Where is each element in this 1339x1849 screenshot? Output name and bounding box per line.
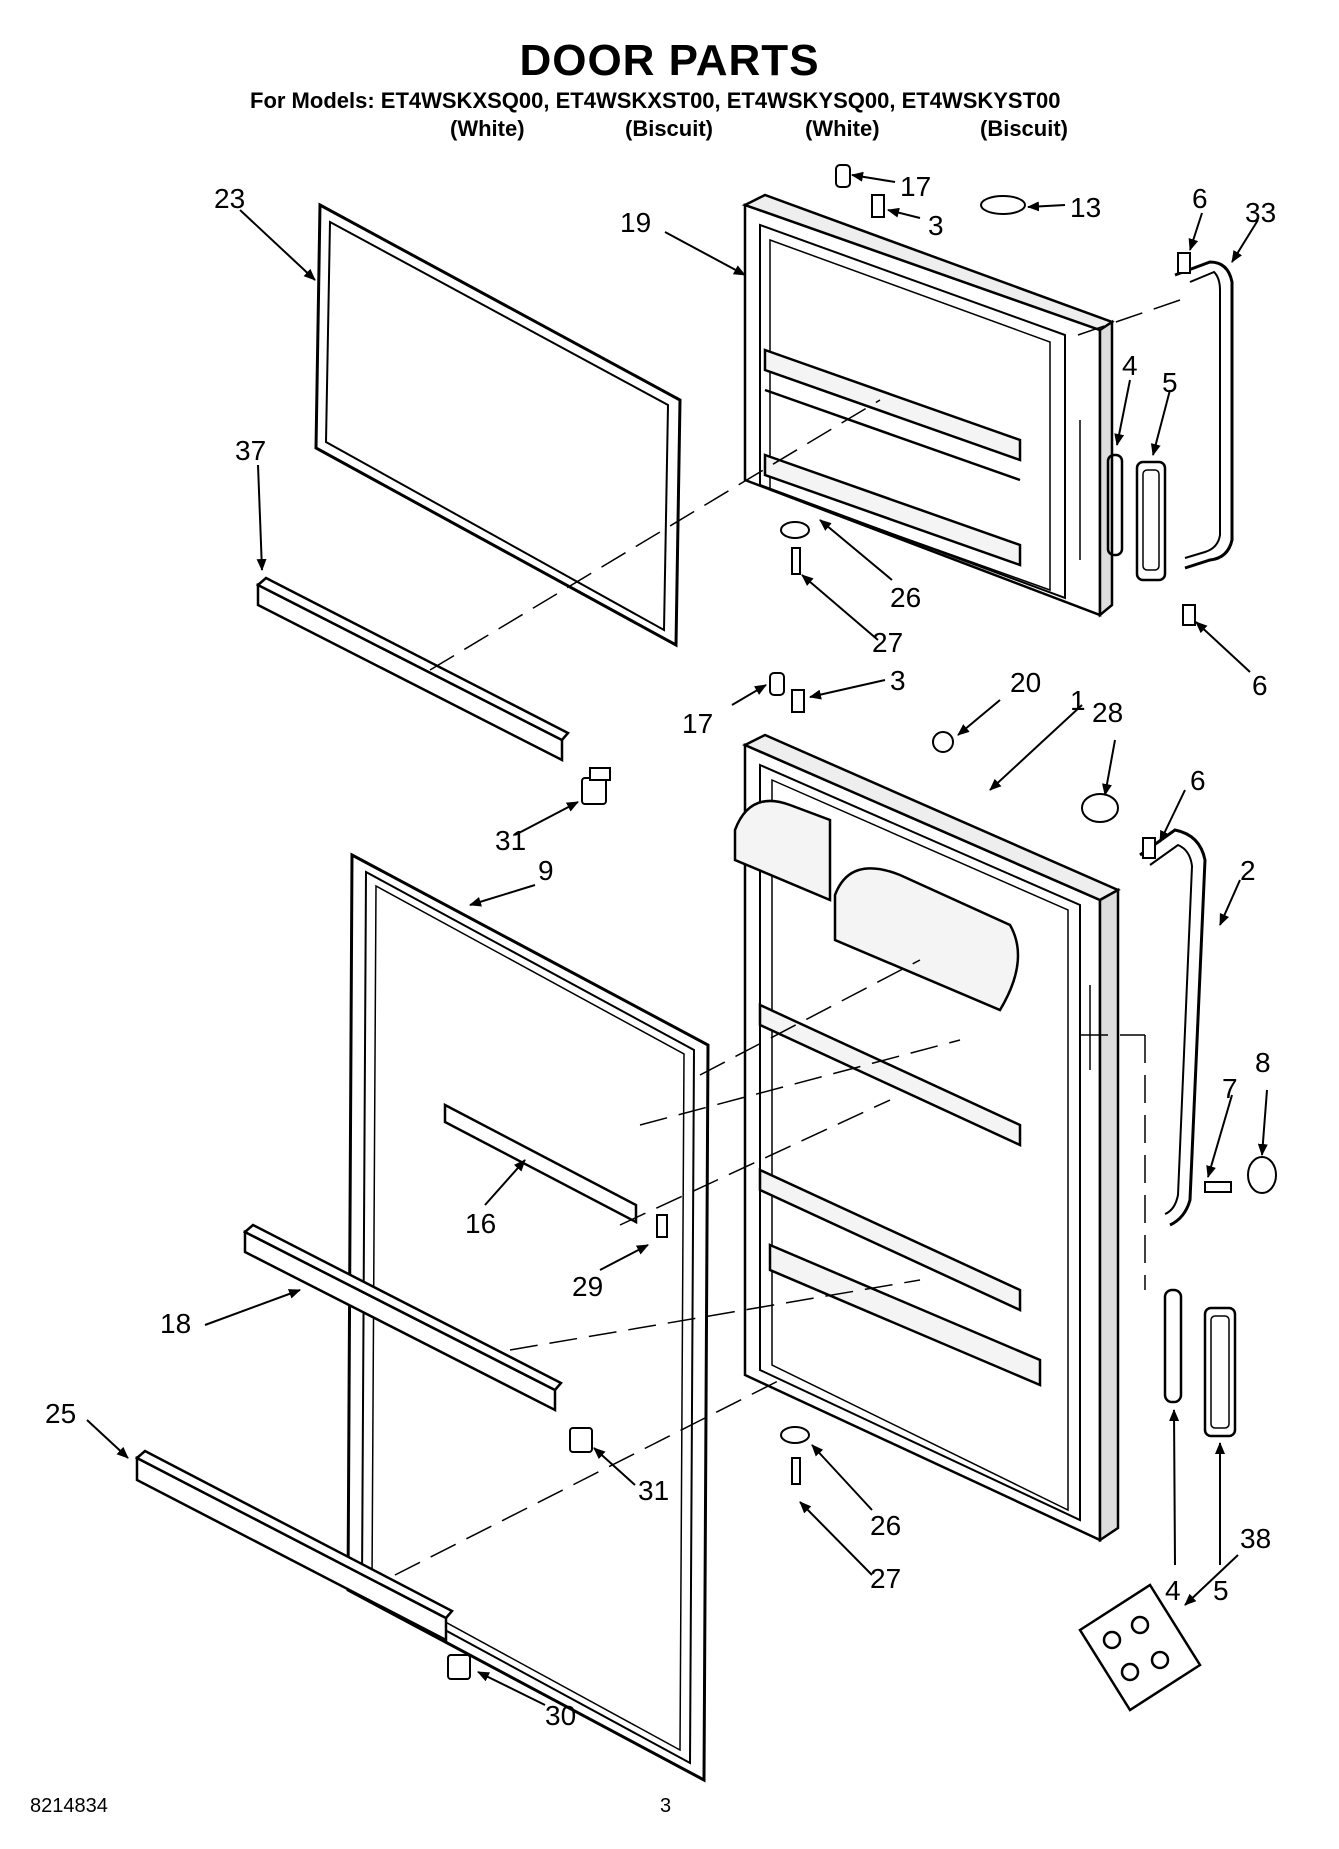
callout-9: 9 (538, 855, 554, 886)
freezer-handle (1174, 260, 1234, 570)
callout-33: 33 (1245, 197, 1276, 228)
callout-26-bottom: 26 (870, 1510, 901, 1541)
freezer-door-gasket (314, 202, 682, 648)
fresh-food-door-gasket (346, 852, 710, 1783)
callout-5-bottom: 5 (1213, 1575, 1229, 1606)
shelf-retainer-bottom (134, 1449, 454, 1643)
callout-13: 13 (1070, 192, 1101, 223)
callout-29: 29 (572, 1271, 603, 1302)
shelf-retainer-upper (255, 576, 570, 763)
callout-20: 20 (1010, 667, 1041, 698)
hardware-kit (1078, 1583, 1202, 1712)
callout-25: 25 (45, 1398, 76, 1429)
callout-4-top: 4 (1122, 350, 1138, 381)
freezer-door (741, 193, 1115, 618)
retainer-clips-lower (447, 1214, 668, 1680)
callout-1: 1 (1070, 685, 1086, 716)
page-number: 3 (660, 1795, 672, 1817)
models-line: For Models: ET4WSKXSQ00, ET4WSKXST00, ET… (250, 88, 1061, 113)
color-label-1: (White) (450, 116, 525, 141)
callout-4-bottom: 4 (1165, 1575, 1181, 1606)
callout-27-top: 27 (872, 627, 903, 658)
callout-3-mid: 3 (890, 665, 906, 696)
document-number: 8214834 (30, 1795, 108, 1817)
callout-6-mid: 6 (1190, 765, 1206, 796)
callout-30: 30 (545, 1700, 576, 1731)
callout-3-top: 3 (928, 210, 944, 241)
callout-31-bottom: 31 (638, 1475, 669, 1506)
assembly-lines (394, 299, 1181, 1576)
callout-6-top: 6 (1192, 183, 1208, 214)
callout-28: 28 (1092, 697, 1123, 728)
callout-7: 7 (1222, 1073, 1238, 1104)
callout-8: 8 (1255, 1047, 1271, 1078)
color-label-2: (Biscuit) (625, 116, 713, 141)
fresh-food-door (733, 733, 1121, 1543)
callout-labels: 23 19 17 3 13 6 33 4 5 37 26 27 6 17 3 2… (45, 171, 1276, 1731)
callout-16: 16 (465, 1208, 496, 1239)
callout-27-bottom: 27 (870, 1563, 901, 1594)
callout-5-top: 5 (1162, 367, 1178, 398)
page-title: DOOR PARTS (519, 36, 820, 85)
callout-19: 19 (620, 207, 651, 238)
callout-23: 23 (214, 183, 245, 214)
leader-arrows (86, 171, 1268, 1706)
color-label-4: (Biscuit) (980, 116, 1068, 141)
callout-38: 38 (1240, 1523, 1271, 1554)
shelf-retainer-middle (443, 1102, 638, 1225)
shelf-retainer-lower (242, 1223, 563, 1413)
fresh-food-handle (1139, 828, 1207, 1227)
callout-17-top: 17 (900, 171, 931, 202)
callout-2: 2 (1240, 855, 1256, 886)
callout-31-top: 31 (495, 825, 526, 856)
freezer-handle-trim (1106, 453, 1167, 582)
callout-37: 37 (235, 435, 266, 466)
color-label-3: (White) (805, 116, 880, 141)
callout-17-mid: 17 (682, 708, 713, 739)
fresh-food-handle-trim (1163, 1288, 1237, 1438)
callout-18: 18 (160, 1308, 191, 1339)
hinge-hardware (769, 164, 1277, 1485)
retainer-clip-upper (581, 767, 611, 805)
callout-6-right: 6 (1252, 670, 1268, 701)
callout-26-top: 26 (890, 582, 921, 613)
